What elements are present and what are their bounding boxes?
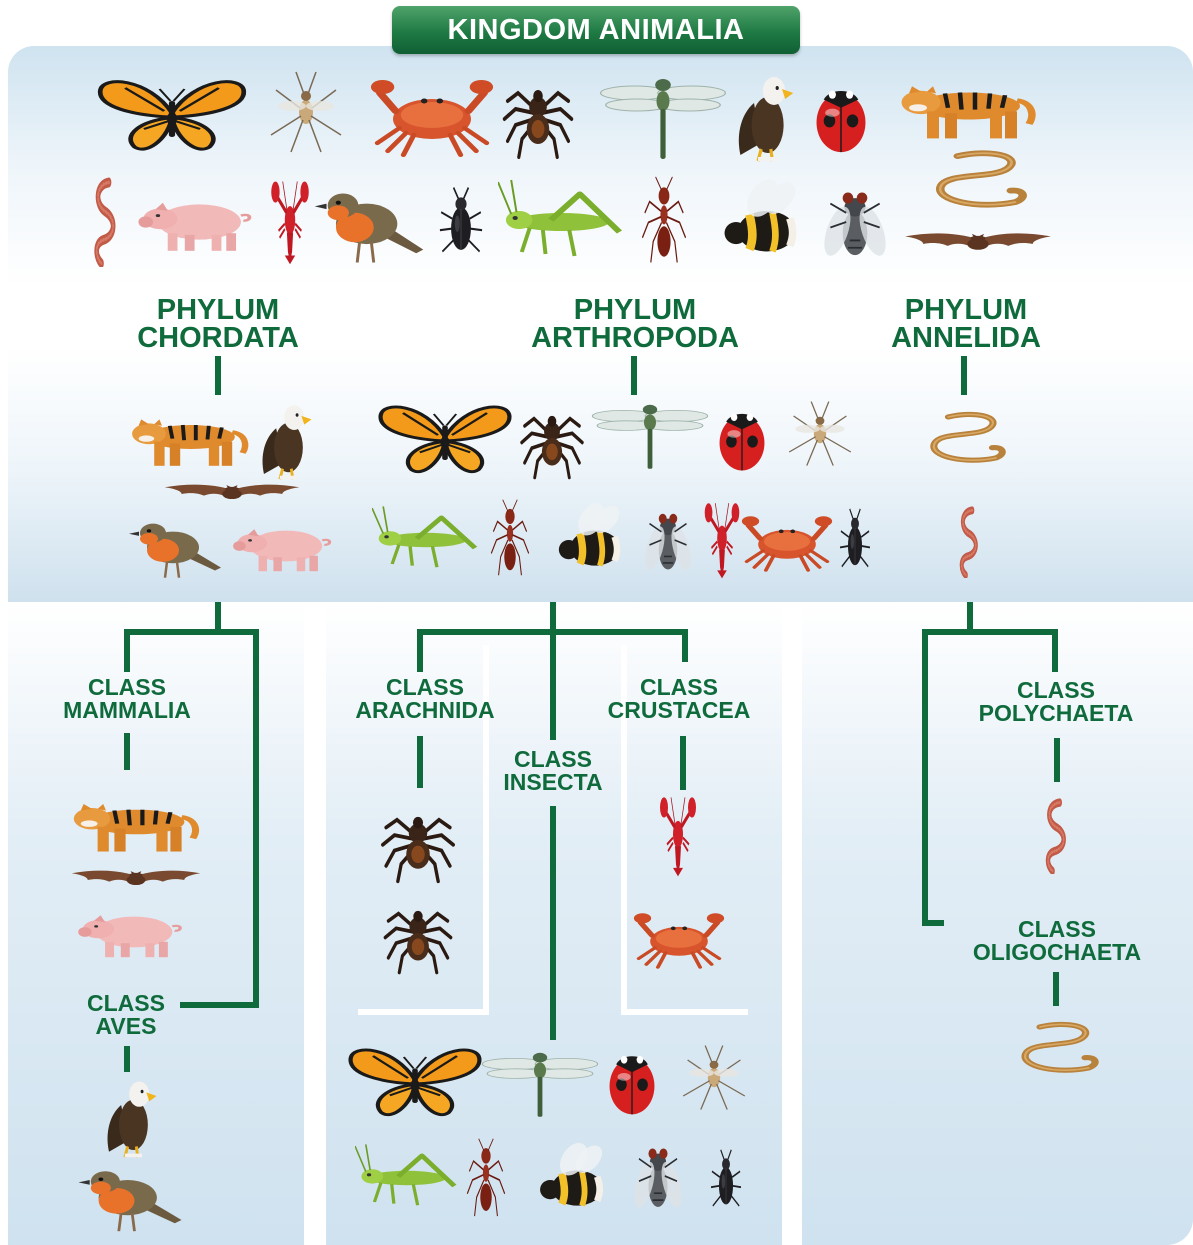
robin-icon <box>74 1156 186 1236</box>
class-insecta-label: CLASS INSECTA <box>483 748 623 793</box>
class-arachnida-line2: ARACHNIDA <box>330 699 520 722</box>
pig-icon <box>136 182 258 262</box>
crab-icon <box>367 63 497 163</box>
phylum-arthropoda-line1: PHYLUM <box>505 296 765 324</box>
class-insecta-line1: CLASS <box>483 748 623 771</box>
class-mammalia-line1: CLASS <box>37 676 217 699</box>
mosquito-icon <box>256 60 356 160</box>
butterfly-icon <box>375 389 515 485</box>
ant-icon <box>634 175 694 270</box>
fly-icon <box>635 499 701 581</box>
kingdom-title: KINGDOM ANIMALIA <box>392 6 800 54</box>
mosquito-icon <box>776 392 864 472</box>
grasshopper-icon <box>372 500 484 580</box>
class-insecta-line2: INSECTA <box>483 771 623 794</box>
crab-icon <box>739 504 835 576</box>
robin-icon <box>310 176 428 268</box>
beetle-icon <box>430 181 492 263</box>
lobster-icon <box>264 178 316 266</box>
lobster-icon <box>653 794 703 878</box>
class-aves-line1: CLASS <box>66 992 186 1015</box>
spider-icon <box>379 886 457 978</box>
dragonfly-icon <box>598 63 728 163</box>
dragonfly-icon <box>480 1040 600 1120</box>
worm-icon <box>1035 798 1075 874</box>
fly-icon <box>811 176 899 268</box>
ant-icon <box>484 498 536 582</box>
spider-icon <box>516 391 588 483</box>
roundworm-icon <box>1013 1018 1103 1082</box>
tiger-icon <box>64 781 204 863</box>
class-polychaeta-line1: CLASS <box>950 679 1162 702</box>
class-arachnida-line1: CLASS <box>330 676 520 699</box>
bat-icon <box>69 859 203 901</box>
dragonfly-icon <box>590 392 710 472</box>
eagle-icon <box>251 393 323 481</box>
tiger-icon <box>891 61 1041 151</box>
class-arachnida-label: CLASS ARACHNIDA <box>330 676 520 721</box>
class-oligochaeta-line1: CLASS <box>944 918 1170 941</box>
class-polychaeta-line2: POLYCHAETA <box>950 702 1162 725</box>
beetle-icon <box>704 1144 748 1216</box>
spider-icon <box>498 63 578 163</box>
robin-icon <box>125 510 225 582</box>
class-crustacea-line2: CRUSTACEA <box>588 699 770 722</box>
grasshopper-icon <box>355 1138 463 1218</box>
class-oligochaeta-label: CLASS OLIGOCHAETA <box>944 918 1170 963</box>
pig-icon <box>231 511 337 581</box>
crab-icon <box>631 901 727 973</box>
bat-icon <box>162 473 302 515</box>
tiger-icon <box>123 397 253 477</box>
worm-icon <box>950 506 986 578</box>
bee-icon <box>713 176 809 268</box>
class-mammalia-label: CLASS MAMMALIA <box>37 676 217 721</box>
bee-icon <box>549 500 631 580</box>
beetle-icon <box>833 503 877 577</box>
bee-icon <box>530 1140 614 1220</box>
phylum-annelida-line1: PHYLUM <box>866 296 1066 324</box>
eagle-icon <box>726 63 806 163</box>
phylum-arthropoda-label: PHYLUM ARTHROPODA <box>505 296 765 353</box>
fly-icon <box>624 1133 692 1219</box>
class-crustacea-line1: CLASS <box>588 676 770 699</box>
class-crustacea-label: CLASS CRUSTACEA <box>588 676 770 721</box>
class-mammalia-line2: MAMMALIA <box>37 699 217 722</box>
class-aves-label: CLASS AVES <box>66 992 186 1037</box>
butterfly-icon <box>345 1032 485 1128</box>
roundworm-icon <box>922 408 1010 472</box>
class-oligochaeta-line2: OLIGOCHAETA <box>944 941 1170 964</box>
pig-icon <box>76 897 188 967</box>
phylum-annelida-line2: ANNELIDA <box>866 324 1066 352</box>
worm-icon <box>83 177 125 267</box>
phylum-arthropoda-line2: ARTHROPODA <box>505 324 765 352</box>
spider-icon <box>376 791 460 887</box>
phylum-annelida-label: PHYLUM ANNELIDA <box>866 296 1066 353</box>
ladybird-icon <box>805 75 877 157</box>
bat-icon <box>902 220 1054 268</box>
grasshopper-icon <box>498 172 630 272</box>
class-polychaeta-label: CLASS POLYCHAETA <box>950 679 1162 724</box>
class-aves-line2: AVES <box>66 1015 186 1038</box>
ladybird-icon <box>599 1041 665 1119</box>
phylum-chordata-label: PHYLUM CHORDATA <box>118 296 318 353</box>
ant-icon <box>460 1137 512 1223</box>
mosquito-icon <box>670 1036 758 1116</box>
roundworm-icon <box>926 146 1032 218</box>
phylum-chordata-line1: PHYLUM <box>118 296 318 324</box>
ladybird-icon <box>709 399 775 475</box>
phylum-chordata-line2: CHORDATA <box>118 324 318 352</box>
eagle-icon <box>96 1069 168 1159</box>
butterfly-icon <box>94 63 250 163</box>
